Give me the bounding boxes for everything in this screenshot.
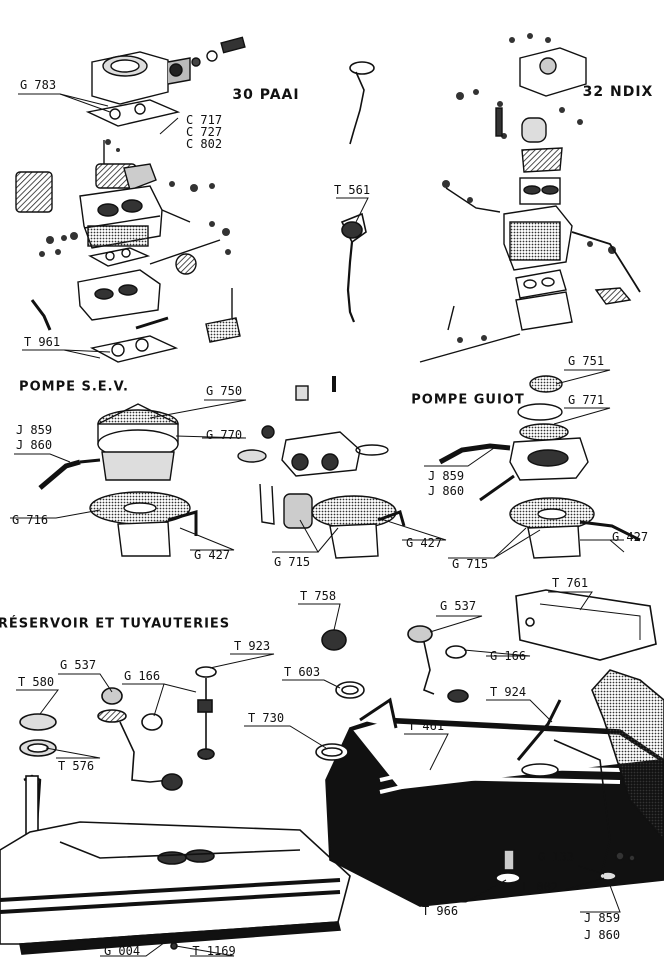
part-label-g750: G 750 — [205, 384, 243, 399]
heading-carburettor-30-paai: 30 PAAI — [232, 87, 300, 103]
part-label-c802: C 802 — [185, 137, 223, 152]
part-label-t966: T 966 — [421, 904, 459, 919]
part-label-t576: T 576 — [57, 759, 95, 774]
part-label-t580: T 580 — [17, 675, 55, 690]
label-underlines — [16, 93, 610, 957]
part-label-t758: T 758 — [299, 589, 337, 604]
part-label-j859-guiot: J 859 — [427, 469, 465, 484]
part-label-j859-tank: J 859 — [583, 911, 621, 926]
part-label-j860-tank: J 860 — [583, 928, 621, 943]
part-label-g751: G 751 — [567, 354, 605, 369]
part-label-j859-sev: J 859 — [15, 423, 53, 438]
tank-right-drawing — [315, 589, 664, 907]
tank-left-drawing — [0, 666, 351, 955]
part-label-t923: T 923 — [233, 639, 271, 654]
part-label-t461: T 461 — [407, 719, 445, 734]
heading-pompe-guiot: POMPE GUIOT — [411, 392, 525, 408]
pump-guiot-drawing — [438, 375, 641, 559]
part-label-g427-guiot: G 427 — [611, 530, 649, 545]
part-label-j860-guiot: J 860 — [427, 484, 465, 499]
part-label-t603: T 603 — [283, 665, 321, 680]
heading-reservoir-tuyauteries: RÉSERVOIR ET TUYAUTERIES — [0, 616, 231, 632]
part-label-g715-centre: G 715 — [273, 555, 311, 570]
pump-sev-drawing — [38, 403, 198, 557]
part-label-g133: G 133 — [537, 850, 575, 865]
part-label-g770: G 770 — [205, 428, 243, 443]
part-label-t561: T 561 — [333, 183, 371, 198]
part-label-g166-right: G 166 — [489, 649, 527, 664]
part-label-c717: C 717 — [185, 113, 223, 128]
part-label-g537-left: G 537 — [59, 658, 97, 673]
part-label-t761: T 761 — [551, 576, 589, 591]
part-label-g166-left: G 166 — [123, 669, 161, 684]
part-label-g783: G 783 — [19, 78, 57, 93]
part-label-t961: T 961 — [23, 335, 61, 350]
part-label-g427-sev: G 427 — [193, 548, 231, 563]
carburettor-30-paai-drawing — [15, 36, 246, 363]
part-label-c727: C 727 — [185, 125, 223, 140]
carburettor-32-ndix-drawing — [419, 33, 641, 363]
part-label-l002: L 002 — [521, 880, 559, 895]
part-label-g537-right: G 537 — [439, 599, 477, 614]
heading-pompe-sev: POMPE S.E.V. — [19, 379, 129, 395]
part-label-t730: T 730 — [247, 711, 285, 726]
part-label-t924: T 924 — [489, 685, 527, 700]
pump-centre-drawing — [237, 376, 406, 559]
dipstick-drawing — [340, 61, 375, 323]
part-label-g771: G 771 — [567, 393, 605, 408]
part-label-g716: G 716 — [11, 513, 49, 528]
part-label-t1169: T 1169 — [192, 944, 236, 959]
heading-carburettor-32-ndix: 32 NDIX — [582, 84, 654, 100]
part-label-g004: G 004 — [103, 944, 141, 959]
part-label-g715-guiot: G 715 — [451, 557, 489, 572]
part-label-j860-sev: J 860 — [15, 438, 53, 453]
part-label-g427-centre: G 427 — [405, 536, 443, 551]
